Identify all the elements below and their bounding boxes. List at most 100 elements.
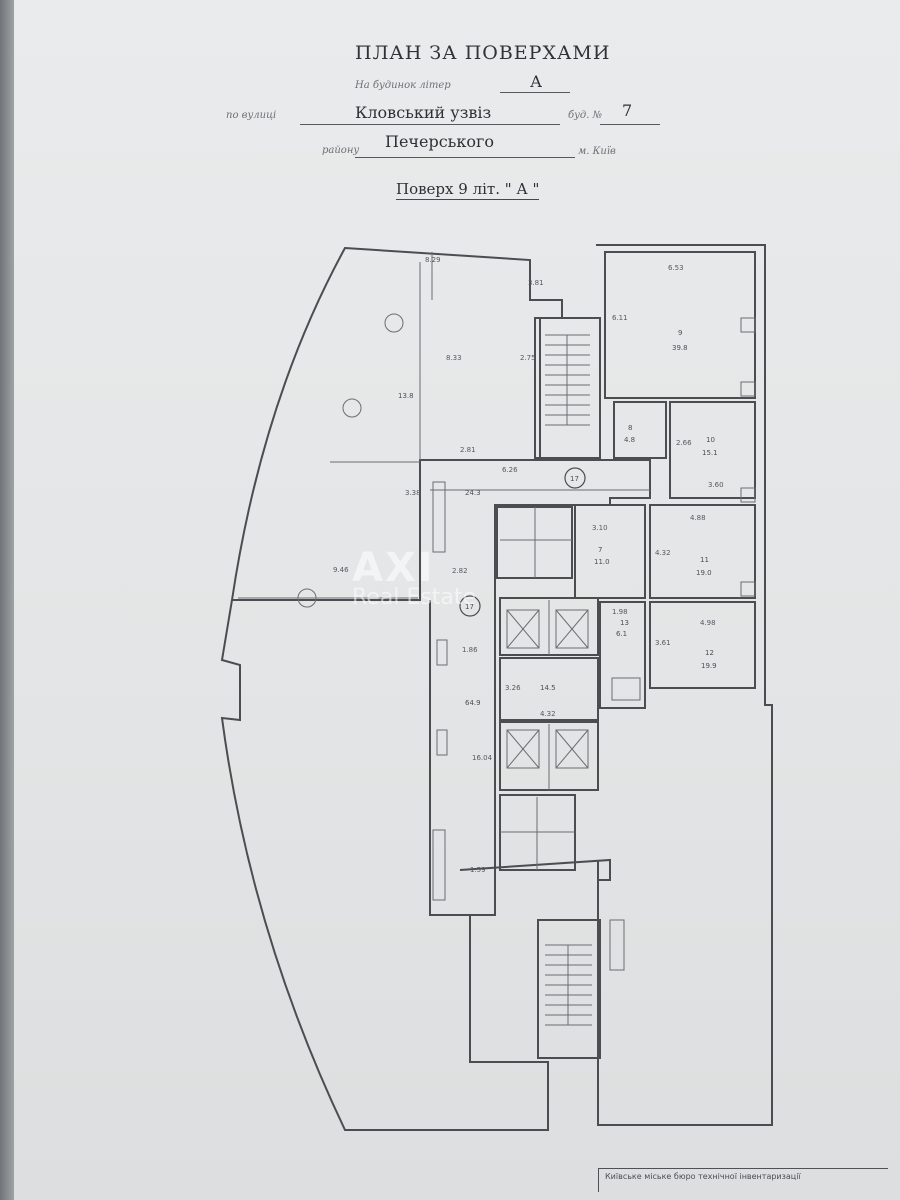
fixture-5	[611, 677, 641, 701]
document-sheet	[14, 0, 900, 1200]
room-10-number: 10	[706, 436, 715, 444]
dim-label: 4.32	[655, 549, 671, 557]
building-label: На будинок літер	[355, 80, 451, 91]
column-1	[384, 313, 404, 333]
room-7-area: 11.0	[594, 558, 610, 566]
room-8-wall	[613, 401, 667, 459]
room-11-area: 19.0	[696, 569, 712, 577]
room-10-area: 15.1	[702, 449, 718, 457]
dim-label: 2.81	[460, 446, 476, 454]
dim-label: 3.81	[528, 279, 544, 287]
corridor-east-wall	[459, 858, 611, 1125]
dim-label: 2.82	[452, 567, 468, 575]
stair-north-treads	[545, 334, 590, 426]
stair-south-wall	[537, 919, 601, 1059]
wc-upper	[496, 506, 573, 579]
floor-label: Поверх 9 літ. " А "	[396, 180, 540, 200]
room-11-number: 11	[700, 556, 709, 564]
room-9-area: 39.8	[672, 344, 688, 352]
room-13-area: 6.1	[616, 630, 627, 638]
bti-stamp: Київське міське бюро технічної інвентари…	[598, 1168, 888, 1192]
dim-label: 9.46	[333, 566, 349, 574]
dim-label: 3.61	[655, 639, 671, 647]
elevator-block-upper	[499, 597, 599, 656]
column-2	[342, 398, 362, 418]
number-value: 7	[622, 101, 633, 120]
wc-lower	[499, 794, 576, 871]
dim-label: 2.75	[520, 354, 536, 362]
marker-17-mid	[459, 595, 481, 617]
column-box-3	[740, 487, 756, 503]
street-value: Кловський узвіз	[355, 103, 492, 122]
building-underline	[500, 92, 570, 93]
column-box-5	[609, 919, 625, 971]
dim-label: 8.33	[446, 354, 462, 362]
room-13-number: 13	[620, 619, 629, 627]
bti-stamp-text: Київське міське бюро технічної інвентари…	[605, 1172, 801, 1181]
street-underline	[300, 124, 560, 125]
lobby-box	[499, 657, 599, 721]
fixture-2	[432, 829, 446, 901]
fixture-4	[436, 729, 448, 756]
room-16-area: 64.9	[465, 699, 481, 707]
dim-label: 4.88	[690, 514, 706, 522]
right-wing-wall	[596, 244, 773, 1126]
marker-17-top	[564, 467, 586, 489]
stair-north-wall	[534, 317, 601, 459]
column-box-2	[740, 381, 756, 397]
dim-label: 1.98	[612, 608, 628, 616]
elevator-block-lower	[499, 721, 599, 791]
dim-label: 8.29	[425, 256, 441, 264]
left-wing-lower-wall	[220, 599, 549, 1131]
dim-label: 3.38	[405, 489, 421, 497]
room-13-wall	[599, 601, 646, 709]
number-label: буд. №	[568, 110, 603, 121]
dim-label: 6.26	[502, 466, 518, 474]
fixture-1	[432, 481, 446, 553]
marker-17-top-label: 17	[570, 475, 579, 483]
street-label: по вулиці	[226, 110, 277, 121]
elevator-2	[555, 609, 589, 649]
room-8-area: 4.8	[624, 436, 635, 444]
left-wing-outer-wall	[230, 246, 563, 601]
room-12-wall	[649, 601, 756, 689]
page-edge-shadow	[0, 0, 14, 1200]
room-8-number: 8	[628, 424, 632, 432]
right-rooms-wall	[604, 251, 756, 399]
room-9-number: 9	[678, 329, 682, 337]
room-11-wall	[649, 504, 756, 599]
building-value: А	[530, 72, 543, 91]
lobby-area: 14.5	[540, 684, 556, 692]
stair-south-treads	[545, 944, 592, 1026]
dim-label: 1.59	[470, 866, 486, 874]
room-7-wall	[574, 504, 646, 599]
dim-label: 3.10	[592, 524, 608, 532]
dim-label: 6.11	[612, 314, 628, 322]
dim-label: 3.60	[708, 481, 724, 489]
fixture-3	[436, 639, 448, 666]
marker-17-mid-label: 17	[465, 603, 474, 611]
district-underline	[355, 157, 575, 158]
column-box-4	[740, 581, 756, 597]
dim-label: 16.04	[472, 754, 493, 762]
elevator-4	[555, 729, 589, 769]
city-suffix: м. Київ	[578, 146, 616, 157]
dim-label: 4.98	[700, 619, 716, 627]
corridor-area: 24.3	[465, 489, 481, 497]
dim-label: 6.53	[668, 264, 684, 272]
room-12-area: 19.9	[701, 662, 717, 670]
room-7-number: 7	[598, 546, 602, 554]
room-12-number: 12	[705, 649, 714, 657]
elevator-1	[506, 609, 540, 649]
district-value: Печерського	[385, 132, 495, 151]
number-underline	[600, 124, 660, 125]
dim-label: 2.66	[676, 439, 692, 447]
district-label: району	[322, 145, 360, 156]
column-box-1	[740, 317, 756, 333]
room-2-area: 13.8	[398, 392, 414, 400]
dim-label: 1.86	[462, 646, 478, 654]
elevator-3	[506, 729, 540, 769]
document-title: ПЛАН ЗА ПОВЕРХАМИ	[355, 42, 611, 64]
central-core-wall	[430, 459, 651, 916]
